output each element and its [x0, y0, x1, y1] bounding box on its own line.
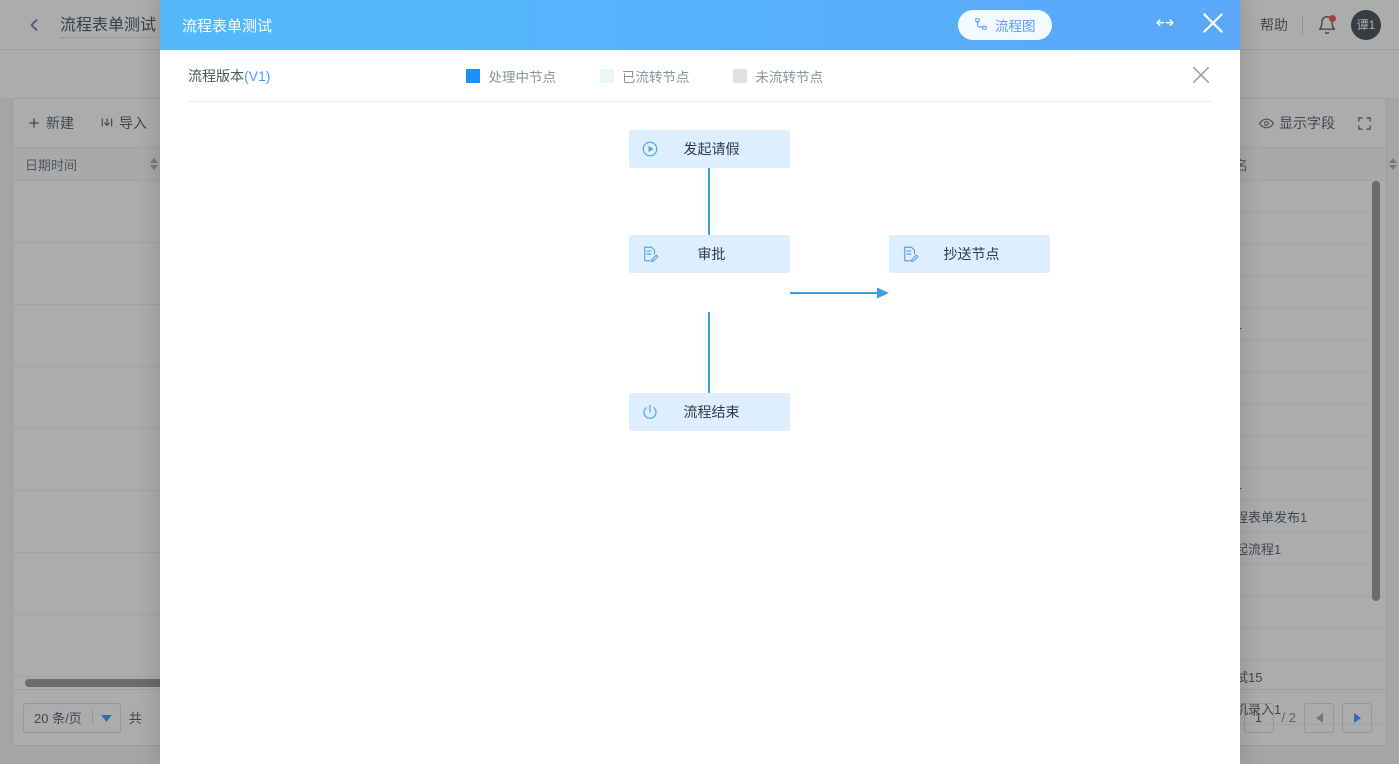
arrows-horizontal-icon[interactable]	[1152, 14, 1178, 37]
legend-label: 已流转节点	[622, 66, 690, 86]
flow-icon	[974, 17, 988, 34]
modal-header: 流程表单测试 流程图	[160, 0, 1240, 50]
flow-edges	[160, 102, 1240, 764]
flow-node-end[interactable]: 流程结束	[629, 393, 790, 431]
legend-item-pending: 未流转节点	[733, 66, 823, 86]
legend-label: 处理中节点	[488, 66, 556, 86]
legend-swatch	[600, 69, 614, 83]
close-icon[interactable]	[1200, 10, 1226, 41]
flow-node-cc[interactable]: 抄送节点	[889, 235, 1050, 273]
form-edit-icon	[901, 245, 919, 263]
legend-item-processing: 处理中节点	[466, 66, 556, 86]
close-icon[interactable]	[1190, 64, 1212, 86]
play-circle-icon	[641, 140, 659, 158]
legend-swatch	[466, 69, 480, 83]
flow-version-value: (V1)	[244, 68, 270, 84]
legend-group: 处理中节点 已流转节点 未流转节点	[466, 66, 823, 86]
flowchart-modal: 流程表单测试 流程图 流程版本(V1)	[160, 0, 1240, 764]
power-icon	[641, 403, 659, 421]
flow-node-approve[interactable]: 审批	[629, 235, 790, 273]
flow-node-start[interactable]: 发起请假	[629, 130, 790, 168]
form-edit-icon	[641, 245, 659, 263]
flowchart-tab-button[interactable]: 流程图	[958, 10, 1052, 40]
legend-item-completed: 已流转节点	[600, 66, 690, 86]
flow-node-label: 流程结束	[659, 402, 790, 422]
flow-node-label: 发起请假	[659, 139, 790, 159]
modal-header-icons	[1152, 0, 1226, 50]
flowchart-tab-label: 流程图	[995, 15, 1036, 35]
flow-node-label: 审批	[659, 244, 790, 264]
legend-bar: 流程版本(V1) 处理中节点 已流转节点 未流转节点	[160, 50, 1240, 102]
flow-node-label: 抄送节点	[919, 244, 1050, 264]
legend-swatch	[733, 69, 747, 83]
flow-version-label: 流程版本(V1)	[188, 66, 270, 86]
flow-version-text: 流程版本	[188, 68, 244, 84]
legend-label: 未流转节点	[755, 66, 823, 86]
modal-title: 流程表单测试	[182, 15, 272, 36]
flowchart-canvas[interactable]: 发起请假 审批 抄送节点 流程结束	[160, 102, 1240, 764]
